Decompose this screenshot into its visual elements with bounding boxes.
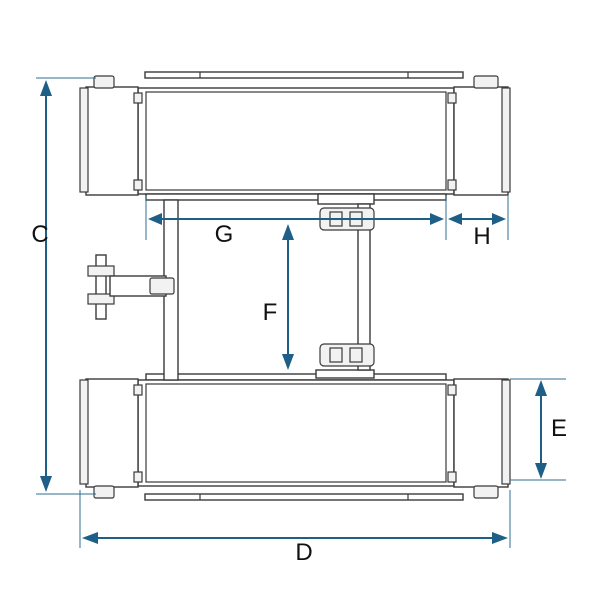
dimension-c: C — [31, 80, 52, 492]
bottom-runway-rail — [144, 493, 464, 501]
dimension-e: E — [535, 380, 567, 479]
dimension-label-e: E — [551, 415, 567, 442]
top-right-ramp — [453, 86, 509, 196]
top-runway-rail — [144, 71, 464, 79]
lower-jack-roller — [319, 343, 375, 367]
control-unit — [87, 254, 175, 320]
dimension-f: F — [263, 224, 294, 370]
right-cross-beam — [357, 203, 371, 371]
dimension-g: G — [148, 213, 444, 248]
dimension-d: D — [82, 532, 508, 566]
dimension-label-g: G — [215, 221, 234, 248]
cross-beams — [163, 199, 375, 381]
top-right-hinge — [473, 75, 499, 89]
bottom-right-ramp — [453, 378, 509, 488]
top-runway-deck — [137, 87, 455, 195]
bottom-runway — [79, 369, 511, 501]
dimension-label-f: F — [263, 299, 278, 326]
bottom-runway-deck — [137, 379, 455, 487]
top-runway — [79, 71, 511, 205]
top-left-ramp — [85, 86, 139, 196]
dimension-label-d: D — [295, 539, 312, 566]
bottom-right-hinge — [473, 485, 499, 499]
bottom-left-ramp — [85, 378, 139, 488]
bottom-left-hinge — [93, 485, 115, 499]
dimension-label-c: C — [31, 221, 48, 248]
dimension-label-h: H — [473, 223, 490, 250]
extension-lines — [36, 77, 566, 548]
top-left-hinge — [93, 75, 115, 89]
dimension-h: H — [448, 213, 506, 250]
